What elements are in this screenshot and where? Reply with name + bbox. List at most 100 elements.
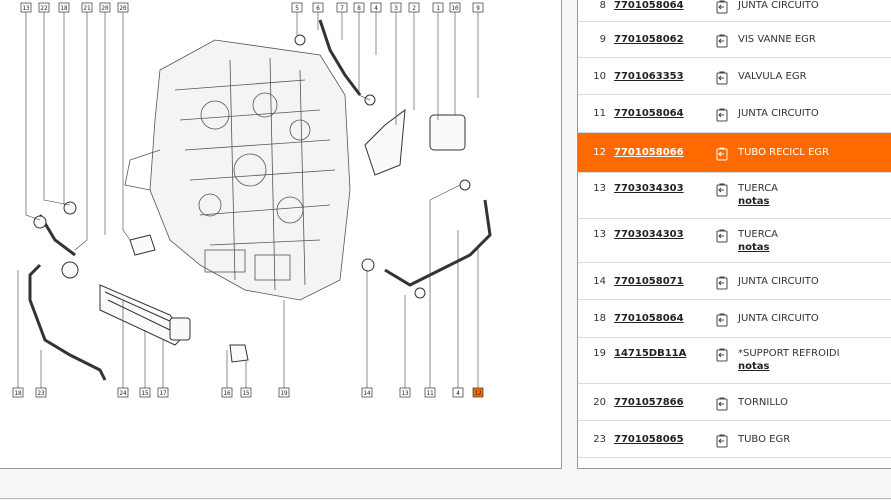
- callout-box[interactable]: [117, 2, 129, 13]
- callout-box[interactable]: [20, 2, 32, 13]
- add-to-cart-icon[interactable]: [706, 229, 738, 243]
- callout-label[interactable]: 6: [316, 5, 320, 12]
- part-reference-link[interactable]: 7701058065: [614, 433, 684, 445]
- callout-label[interactable]: 9: [476, 5, 480, 12]
- callout-label[interactable]: 3: [394, 5, 398, 12]
- callout-label[interactable]: 16: [223, 390, 231, 397]
- callout-box[interactable]: [38, 2, 50, 13]
- notes-link[interactable]: notas: [738, 196, 770, 207]
- callout-box[interactable]: [240, 387, 252, 398]
- part-reference-link[interactable]: 7701058064: [614, 0, 684, 11]
- add-to-cart-icon[interactable]: [706, 71, 738, 85]
- callout-box[interactable]: [424, 387, 436, 398]
- callout-box[interactable]: [81, 2, 93, 13]
- callout-label[interactable]: 21: [83, 5, 91, 12]
- callout-box[interactable]: [472, 2, 484, 13]
- callout-label[interactable]: 12: [474, 390, 482, 397]
- callout-label[interactable]: 1: [436, 5, 440, 12]
- callout-label[interactable]: 2: [412, 5, 416, 12]
- egr-cooler-drawing: [28, 19, 492, 381]
- callout-box[interactable]: [221, 387, 233, 398]
- callout-box[interactable]: [452, 387, 464, 398]
- callout-box[interactable]: [408, 2, 420, 13]
- callout-label[interactable]: 5: [295, 5, 299, 12]
- callout-label[interactable]: 15: [242, 390, 250, 397]
- part-reference-link[interactable]: 7701058064: [614, 108, 684, 119]
- callout-box[interactable]: [12, 387, 24, 398]
- callout-box[interactable]: [432, 2, 444, 13]
- callout-box[interactable]: [370, 2, 382, 13]
- callout-label[interactable]: 14: [363, 390, 371, 397]
- callout-box[interactable]: [312, 2, 324, 13]
- callout-label[interactable]: 15: [141, 390, 149, 397]
- callout-box[interactable]: [139, 387, 151, 398]
- callout-label[interactable]: 20: [101, 5, 109, 12]
- callout-label[interactable]: 18: [60, 5, 68, 12]
- callout-box[interactable]: [472, 387, 484, 398]
- part-reference-link[interactable]: 7701058071: [614, 275, 684, 287]
- callout-label[interactable]: 10: [451, 5, 459, 12]
- callout-label[interactable]: 4: [374, 5, 378, 12]
- part-reference-link[interactable]: 7701058064: [614, 313, 684, 324]
- part-reference-link[interactable]: 7701058066: [614, 147, 684, 158]
- callout-label[interactable]: 8: [357, 5, 361, 12]
- callout-box[interactable]: [157, 387, 169, 398]
- callout-label[interactable]: 24: [119, 390, 127, 397]
- callout-label[interactable]: 18: [14, 390, 22, 397]
- add-to-cart-icon[interactable]: [706, 397, 738, 411]
- callout-box[interactable]: [353, 2, 365, 13]
- callout-label[interactable]: 23: [37, 390, 45, 397]
- part-reference-link[interactable]: 7701057866: [614, 396, 684, 408]
- callout-box[interactable]: [336, 2, 348, 13]
- part-reference-link[interactable]: 7701058062: [614, 34, 684, 45]
- part-reference-link[interactable]: 14715DB11A: [614, 348, 687, 359]
- add-to-cart-icon[interactable]: [706, 313, 738, 327]
- add-to-cart-icon[interactable]: [706, 348, 738, 362]
- callout-label[interactable]: 13: [401, 390, 409, 397]
- callout-box[interactable]: [291, 2, 303, 13]
- notes-link[interactable]: notas: [738, 242, 770, 253]
- add-to-cart-icon[interactable]: [706, 34, 738, 48]
- part-description: VALVULA EGR: [738, 70, 807, 82]
- callout-label[interactable]: 7: [340, 5, 344, 12]
- add-to-cart-icon[interactable]: [706, 147, 738, 161]
- notes-link[interactable]: notas: [738, 361, 770, 372]
- callout-box[interactable]: [361, 387, 373, 398]
- callout-box[interactable]: [449, 2, 461, 13]
- callout-box[interactable]: [58, 2, 70, 13]
- callout-label[interactable]: 20: [119, 5, 127, 12]
- callout-box[interactable]: [35, 387, 47, 398]
- add-to-cart-icon[interactable]: [706, 108, 738, 122]
- add-to-cart-icon[interactable]: [706, 434, 738, 448]
- callout-label[interactable]: 13: [22, 5, 30, 12]
- callout-label[interactable]: 19: [280, 390, 288, 397]
- part-reference-link[interactable]: 7703034303: [614, 183, 684, 194]
- add-to-cart-icon[interactable]: [706, 183, 738, 197]
- callout-box[interactable]: [399, 387, 411, 398]
- add-to-cart-icon[interactable]: [706, 276, 738, 290]
- callout-label[interactable]: 11: [426, 390, 434, 397]
- callout-box[interactable]: [390, 2, 402, 13]
- callout-box[interactable]: [278, 387, 290, 398]
- callout-box[interactable]: [117, 387, 129, 398]
- part-reference-link[interactable]: 7703034303: [614, 229, 684, 240]
- part-reference-link[interactable]: 7701063353: [614, 70, 684, 82]
- callout-box[interactable]: [99, 2, 111, 13]
- callout-label[interactable]: 17: [159, 390, 167, 397]
- callout-label[interactable]: 22: [40, 5, 48, 12]
- add-to-cart-icon[interactable]: [706, 0, 738, 14]
- callout-label[interactable]: 4: [456, 390, 460, 397]
